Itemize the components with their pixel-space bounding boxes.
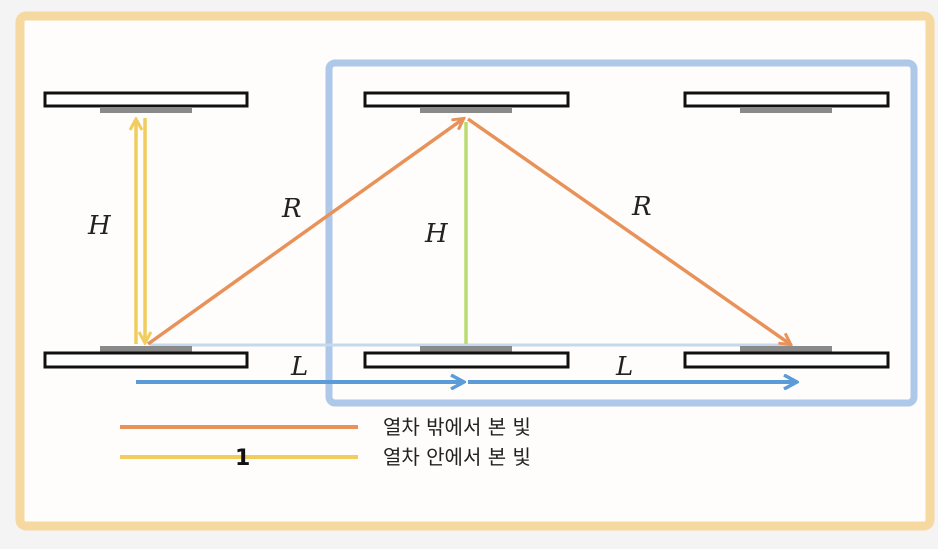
mirror-top-left — [43, 91, 249, 113]
label-r-right: R — [631, 192, 652, 222]
mirror-top-center — [363, 91, 570, 113]
mirror-top-right — [683, 91, 890, 113]
label-l-right: L — [615, 352, 633, 382]
label-l-left: L — [290, 352, 308, 382]
legend-outside-label: 열차 밖에서 본 빛 — [383, 415, 531, 439]
mirror-bottom-center — [363, 346, 570, 369]
outer-frame — [15, 11, 935, 531]
mirror-bottom-right — [683, 346, 890, 369]
legend: 열차 밖에서 본 빛 열차 안에서 본 빛 1 — [120, 415, 531, 471]
highlight-box — [325, 59, 918, 407]
outside-light-diagonal-down — [466, 117, 790, 344]
label-r-left: R — [281, 194, 302, 224]
legend-inside-label: 열차 안에서 본 빛 — [383, 445, 531, 469]
label-h-left: H — [87, 211, 112, 241]
handwritten-mark: 1 — [235, 446, 250, 471]
label-h-center: H — [424, 219, 449, 249]
outside-light-diagonal-up — [146, 119, 463, 346]
mirror-bottom-left — [43, 346, 249, 369]
